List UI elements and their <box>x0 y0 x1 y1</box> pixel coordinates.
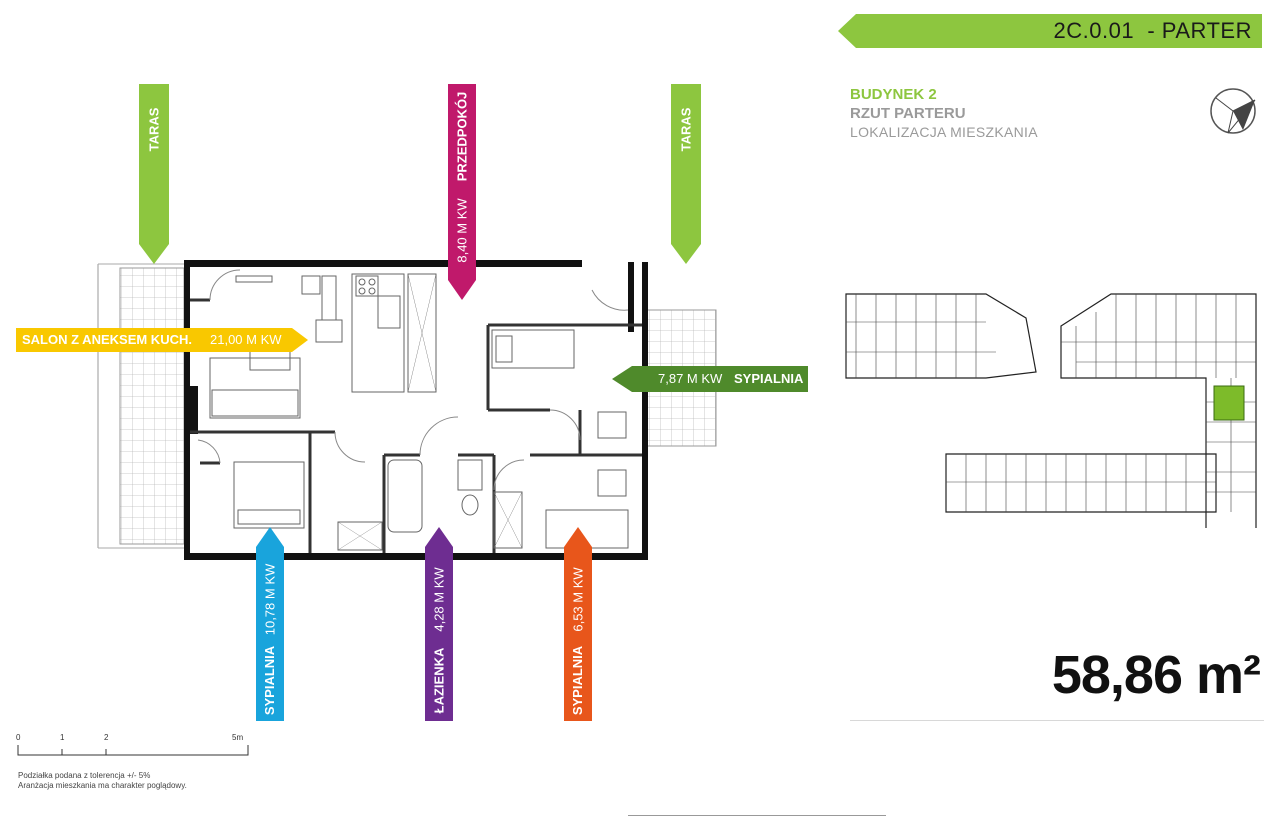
sypialnia-right-area: 7,87 M KW <box>658 371 723 386</box>
sypialnia-orange-label: SYPIALNIA <box>570 645 586 715</box>
taras-left-label: TARAS <box>146 107 162 151</box>
scale-tick: 2 <box>104 733 109 742</box>
unit-level: - PARTER <box>1147 18 1252 43</box>
bedroom-right-furniture <box>491 329 629 549</box>
total-area: 58,86 m² <box>1051 645 1261 705</box>
kitchen <box>301 273 437 393</box>
scale-bar: 0 1 2 5m <box>16 733 266 763</box>
door-swings <box>197 269 629 491</box>
sypialnia-blue-label: SYPIALNIA <box>262 645 278 715</box>
przedpokoj-area: 8,40 M KW <box>454 197 470 263</box>
terrace-left <box>119 267 185 545</box>
divider <box>850 720 1264 721</box>
lazienka-label: ŁAZIENKA <box>431 647 447 713</box>
salon-label: SALON Z ANEKSEM KUCH. <box>22 332 192 347</box>
sypialnia-orange-area: 6,53 M KW <box>570 566 586 632</box>
divider <box>628 815 886 816</box>
banner-arrow-shape <box>838 14 1262 48</box>
scale-note: Podziałka podana z tolerencja +/- 5% <box>18 771 151 780</box>
lazienka-area: 4,28 M KW <box>431 566 447 632</box>
outer-walls <box>184 260 648 560</box>
plan-name: RZUT PARTERU <box>850 105 966 122</box>
scale-tick: 0 <box>16 733 21 742</box>
location-label: LOKALIZACJA MIESZKANIA <box>850 124 1038 140</box>
taras-right-label: TARAS <box>678 107 694 151</box>
bedroom-blue-furniture <box>233 461 383 551</box>
sypialnia-blue-area: 10,78 M KW <box>262 563 278 635</box>
bathroom-fixtures <box>387 459 523 549</box>
sypialnia-right-label: SYPIALNIA <box>734 371 804 386</box>
scale-tick: 5m <box>232 733 244 742</box>
scale-tick: 1 <box>60 733 65 742</box>
salon-area: 21,00 M KW <box>210 332 282 347</box>
scale-line <box>17 745 249 756</box>
living-furniture <box>209 275 301 419</box>
lazienka-arrow <box>425 527 453 721</box>
przedpokoj-arrow <box>448 84 476 300</box>
unit-banner: 2C.0.01 - PARTER <box>838 14 1262 48</box>
unit-title: 2C.0.01 - PARTER <box>838 14 1262 48</box>
taras-right-arrow <box>671 84 701 264</box>
building-outline <box>845 293 1257 528</box>
taras-left-arrow <box>139 84 169 264</box>
sypialnia-blue-arrow <box>256 527 284 721</box>
highlighted-unit <box>1213 385 1245 421</box>
sypialnia-right-arrow <box>612 366 808 392</box>
building-rooms <box>846 294 1256 512</box>
site-plan <box>845 293 1257 528</box>
compass-icon <box>1210 88 1256 134</box>
sypialnia-orange-arrow <box>564 527 592 721</box>
salon-arrow <box>16 328 308 352</box>
building-name: BUDYNEK 2 <box>850 86 937 103</box>
arrangement-note: Aranżacja mieszkania ma charakter pogląd… <box>18 781 187 790</box>
przedpokoj-label: PRZEDPOKÓJ <box>454 91 470 181</box>
unit-code: 2C.0.01 <box>1053 18 1135 43</box>
